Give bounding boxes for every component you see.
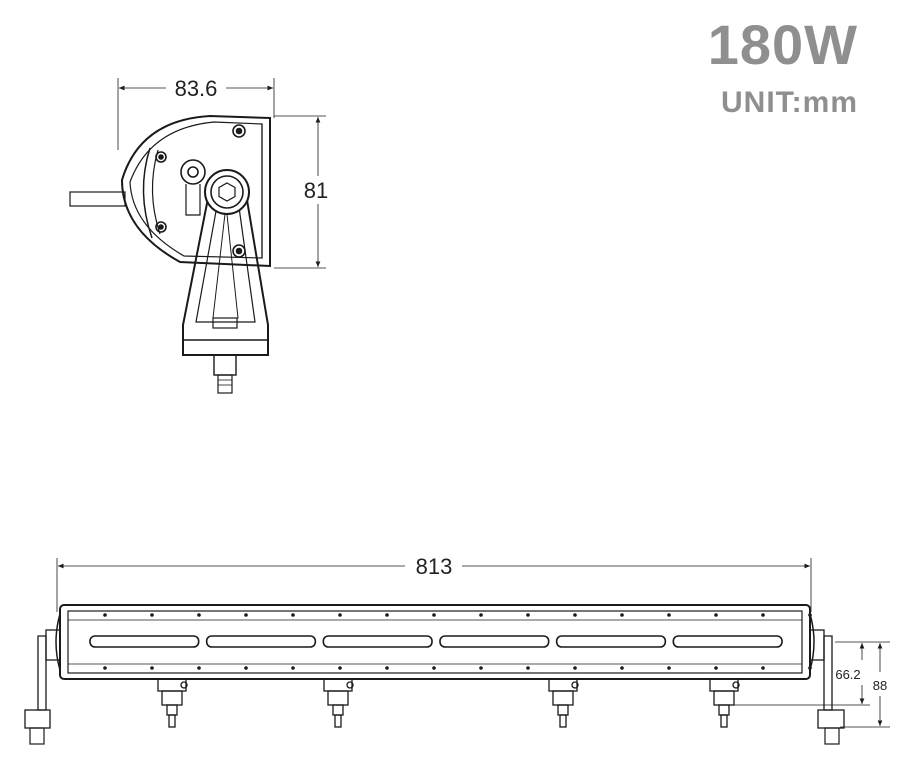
power-rating-label: 180W bbox=[707, 13, 858, 76]
front-view bbox=[24, 558, 845, 745]
outer-height-dimension: 88 bbox=[873, 678, 887, 693]
mount-bracket bbox=[709, 678, 740, 728]
length-dimension: 813 bbox=[416, 554, 453, 579]
led-segment bbox=[322, 635, 433, 648]
led-segments bbox=[89, 635, 783, 648]
mount-bracket bbox=[548, 678, 579, 728]
mount-brackets bbox=[157, 678, 740, 728]
unit-label: UNIT:mm bbox=[720, 86, 858, 119]
led-segment bbox=[89, 635, 200, 648]
led-segment bbox=[555, 635, 667, 648]
height-dimensions bbox=[720, 641, 890, 728]
mount-bracket bbox=[157, 678, 188, 728]
side-height-dimension: 81 bbox=[304, 178, 328, 203]
led-segment bbox=[205, 635, 317, 648]
mount-bracket bbox=[323, 678, 354, 728]
inner-height-dimension: 66.2 bbox=[835, 667, 860, 682]
bar-screws bbox=[103, 613, 812, 670]
led-segment bbox=[439, 635, 550, 648]
side-view bbox=[69, 78, 326, 394]
led-segment bbox=[672, 635, 783, 648]
side-width-dimension: 83.6 bbox=[175, 76, 218, 101]
